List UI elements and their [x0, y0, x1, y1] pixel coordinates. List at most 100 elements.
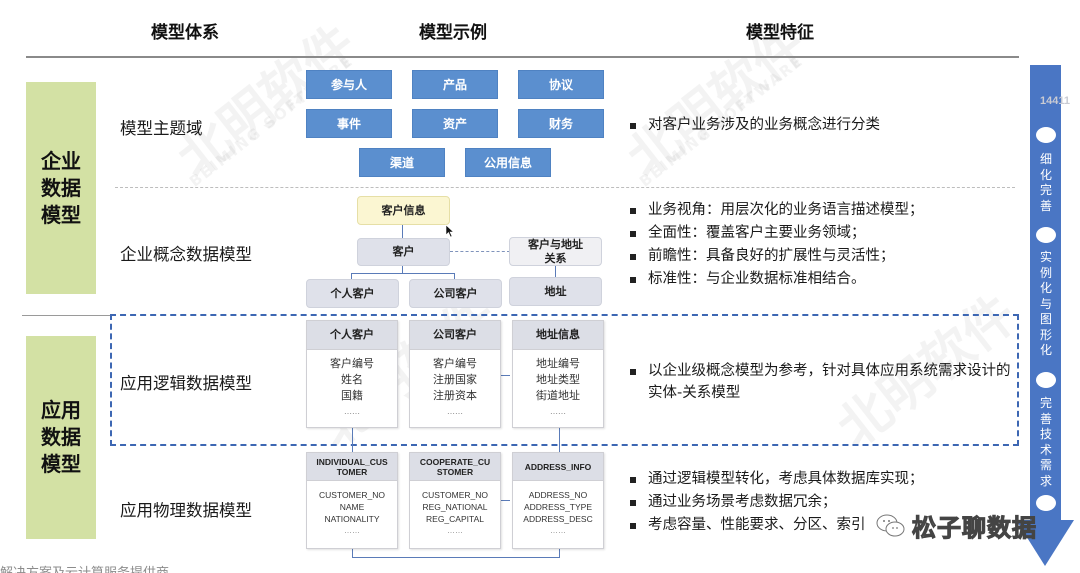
feature-item: 前瞻性：具备良好的扩展性与灵活性；: [628, 245, 924, 268]
connector-line: [501, 500, 510, 501]
connector-line: [352, 549, 353, 557]
feature-item: 全面性：覆盖客户主要业务领域；: [628, 222, 924, 245]
header-divider: [26, 56, 1019, 58]
concept-relation-box: 客户与地址关系: [509, 237, 602, 266]
features-conceptual: 业务视角：用层次化的业务语言描述模型； 全面性：覆盖客户主要业务领域； 前瞻性：…: [628, 199, 924, 291]
channel-name: 松子聊数据: [912, 514, 1037, 543]
subject-area-box: 渠道: [359, 148, 445, 177]
connector-line: [351, 273, 352, 280]
concept-address-box: 地址: [509, 277, 602, 306]
feature-item: 业务视角：用层次化的业务语言描述模型；: [628, 199, 924, 222]
stage-label: 完善技术需求: [1039, 396, 1052, 488]
concept-customer-box: 客户: [357, 238, 450, 266]
subject-area-box: 资产: [412, 109, 498, 138]
subject-area-box: 参与人: [306, 70, 392, 99]
category-application-label: 应用数据模型: [41, 398, 81, 476]
entity-field: 注册资本: [433, 389, 477, 402]
entity-field: 地址编号: [536, 357, 580, 370]
logical-entity-address: 地址信息 地址编号 地址类型 街道地址 ……: [512, 320, 604, 428]
features-subject-area: 对客户业务涉及的业务概念进行分类: [628, 114, 880, 137]
category-application-data-model: 应用数据模型: [26, 336, 96, 539]
entity-field: ADDRESS_DESC: [523, 514, 593, 524]
feature-item: 标准性：与企业数据标准相结合。: [628, 268, 924, 291]
subject-area-box: 事件: [306, 109, 392, 138]
connector-line: [351, 273, 455, 274]
entity-field: REG_CAPITAL: [426, 514, 484, 524]
connector-line: [352, 428, 353, 456]
category-enterprise-label: 企业数据模型: [41, 148, 81, 227]
entity-field: CUSTOMER_NO: [319, 490, 385, 500]
connector-line: [555, 265, 556, 277]
feature-item: 通过业务场景考虑数据冗余；: [628, 491, 924, 514]
entity-title-text: COOPERATE_CUSTOMER: [419, 456, 491, 477]
header-model-example: 模型示例: [419, 23, 487, 43]
entity-title-text: INDIVIDUAL_CUSTOMER: [316, 456, 388, 477]
entity-field: 地址类型: [536, 373, 580, 386]
entity-title: 公司客户: [410, 321, 500, 350]
entity-title-text: ADDRESS_INFO: [524, 461, 592, 472]
counter-overlay: 14411: [1040, 95, 1070, 107]
connector-line: [501, 375, 510, 376]
section-divider-dashed: [115, 187, 1015, 188]
features-logical: 以企业级概念模型为参考，针对具体应用系统需求设计的实体-关系模型: [628, 360, 1018, 404]
model-logical-label: 应用逻辑数据模型: [120, 374, 252, 393]
entity-field: ……: [344, 526, 360, 535]
footer-text: 解决方案及云计算服务提供商: [0, 562, 169, 573]
entity-fields: CUSTOMER_NO REG_NATIONAL REG_CAPITAL ……: [410, 481, 500, 537]
entity-field: ……: [447, 526, 463, 535]
entity-field: REG_NATIONAL: [422, 502, 488, 512]
connector-line: [454, 273, 455, 280]
connector-line: [352, 557, 560, 558]
entity-title: COOPERATE_CUSTOMER: [410, 453, 500, 481]
connector-line: [559, 428, 560, 456]
connector-line: [402, 224, 403, 238]
feature-item: 以企业级概念模型为参考，针对具体应用系统需求设计的实体-关系模型: [628, 360, 1018, 404]
entity-title: 个人客户: [307, 321, 397, 350]
logical-model-highlight-frame: [110, 314, 1019, 446]
header-model-feature: 模型特征: [746, 23, 814, 43]
entity-fields: ADDRESS_NO ADDRESS_TYPE ADDRESS_DESC ……: [513, 481, 603, 537]
concept-relation-label: 客户与地址关系: [528, 237, 583, 265]
entity-field: 客户编号: [433, 357, 477, 370]
entity-fields: 地址编号 地址类型 街道地址 ……: [513, 350, 603, 420]
features-physical: 通过逻辑模型转化，考虑具体数据库实现； 通过业务场景考虑数据冗余； 考虑容量、性…: [628, 468, 924, 537]
subject-area-box: 产品: [412, 70, 498, 99]
entity-fields: 客户编号 注册国家 注册资本 ……: [410, 350, 500, 420]
entity-title: 地址信息: [513, 321, 603, 350]
concept-company-box: 公司客户: [409, 279, 502, 308]
entity-field: ……: [344, 407, 360, 416]
entity-field: NAME: [339, 502, 365, 512]
entity-field: ……: [447, 407, 463, 416]
dashed-relation-line: [450, 251, 510, 252]
model-subject-area-label: 模型主题域: [120, 119, 203, 138]
mouse-cursor-icon: [445, 224, 455, 238]
concept-individual-box: 个人客户: [306, 279, 399, 308]
physical-entity-address: ADDRESS_INFO ADDRESS_NO ADDRESS_TYPE ADD…: [512, 452, 604, 549]
entity-field: 注册国家: [433, 373, 477, 386]
entity-title: INDIVIDUAL_CUSTOMER: [307, 453, 397, 481]
entity-field: 国籍: [341, 389, 363, 402]
entity-field: 街道地址: [536, 389, 580, 402]
connector-line: [559, 549, 560, 557]
logical-entity-company: 公司客户 客户编号 注册国家 注册资本 ……: [409, 320, 501, 428]
entity-fields: 客户编号 姓名 国籍 ……: [307, 350, 397, 420]
feature-item: 考虑容量、性能要求、分区、索引: [628, 514, 924, 537]
feature-item: 对客户业务涉及的业务概念进行分类: [628, 114, 880, 137]
progress-arrow-head-icon: [1016, 520, 1074, 566]
physical-entity-individual: INDIVIDUAL_CUSTOMER CUSTOMER_NO NAME NAT…: [306, 452, 398, 549]
channel-watermark: 松子聊数据: [876, 508, 1037, 543]
entity-fields: CUSTOMER_NO NAME NATIONALITY ……: [307, 481, 397, 537]
stage-dot-icon: [1036, 495, 1056, 511]
feature-item: 通过逻辑模型转化，考虑具体数据库实现；: [628, 468, 924, 491]
entity-field: ……: [550, 526, 566, 535]
entity-field: NATIONALITY: [324, 514, 380, 524]
entity-field: 姓名: [341, 373, 363, 386]
subject-area-box: 协议: [518, 70, 604, 99]
stage-dot-icon: [1036, 127, 1056, 143]
physical-entity-company: COOPERATE_CUSTOMER CUSTOMER_NO REG_NATIO…: [409, 452, 501, 549]
subject-area-box: 财务: [518, 109, 604, 138]
stage-dot-icon: [1036, 372, 1056, 388]
connector-line: [402, 265, 403, 273]
entity-field: ……: [550, 407, 566, 416]
progress-arrow-shaft: [1030, 65, 1061, 535]
